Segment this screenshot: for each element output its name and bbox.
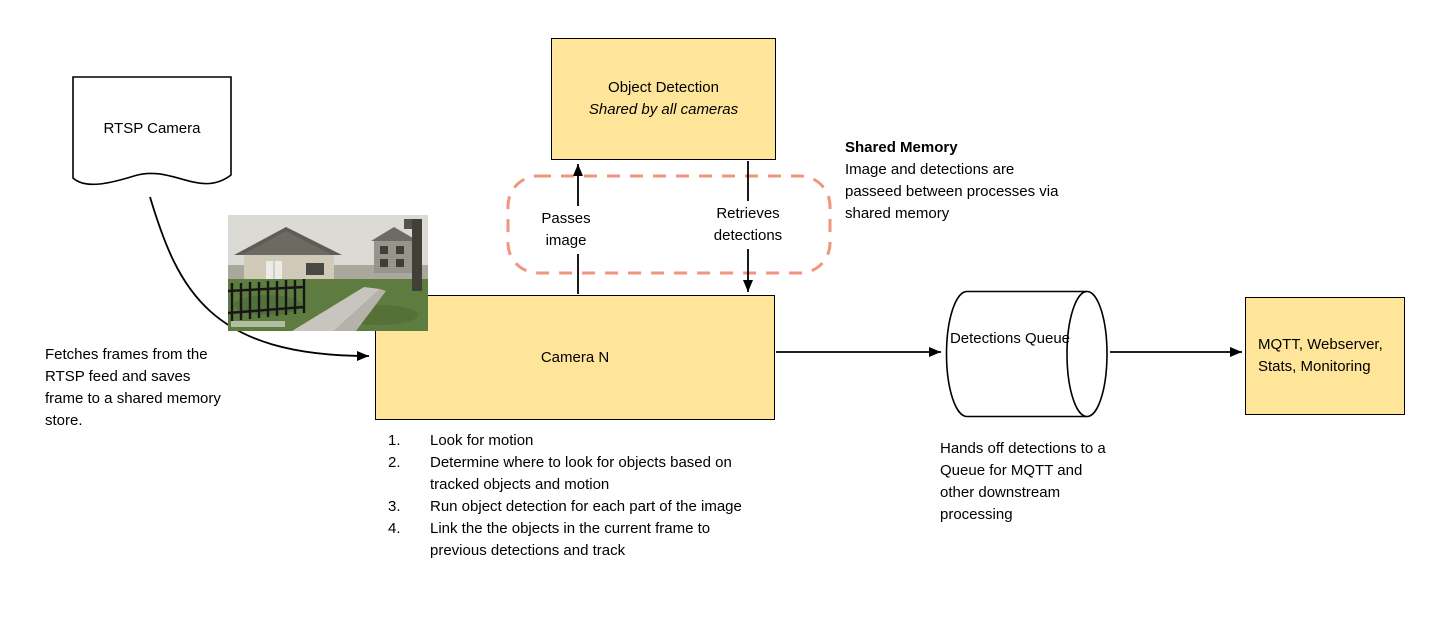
- camera-snapshot-image: [227, 215, 428, 331]
- camera-n-steps: 1. Look for motion 2. Determine where to…: [378, 430, 778, 562]
- passes-image-label: Passes image: [527, 206, 605, 254]
- object-detection-title: Object Detection: [608, 79, 719, 96]
- rtsp-camera-label: RTSP Camera: [103, 120, 201, 137]
- step-number: 3.: [388, 498, 401, 515]
- backyard-photo-illustration: [227, 215, 428, 331]
- step-text: Look for motion: [430, 432, 534, 449]
- step-text: Run object detection for each part of th…: [430, 498, 742, 515]
- shared-memory-note: Shared Memory Image and detections are p…: [845, 137, 1060, 225]
- camera-step: 4. Link the the objects in the current f…: [378, 518, 778, 562]
- camera-n-node: Camera N: [375, 295, 775, 420]
- step-text: Determine where to look for objects base…: [430, 454, 732, 493]
- shared-memory-title: Shared Memory: [845, 139, 958, 156]
- outputs-node: MQTT, Webserver, Stats, Monitoring: [1245, 297, 1405, 415]
- outputs-label: MQTT, Webserver, Stats, Monitoring: [1258, 336, 1383, 375]
- camera-step: 2. Determine where to look for objects b…: [378, 452, 778, 496]
- object-detection-node: Object Detection Shared by all cameras: [551, 38, 776, 160]
- step-number: 1.: [388, 432, 401, 449]
- document-shape: [72, 76, 232, 186]
- queue-note: Hands off detections to a Queue for MQTT…: [940, 440, 1106, 523]
- object-detection-subtitle: Shared by all cameras: [588, 101, 739, 118]
- step-number: 2.: [388, 454, 401, 471]
- fetches-note: Fetches frames from the RTSP feed and sa…: [45, 346, 221, 429]
- queue-cylinder-shape: [945, 290, 1108, 418]
- camera-n-label: Camera N: [540, 348, 610, 366]
- camera-step: 1. Look for motion: [378, 430, 778, 452]
- shared-memory-body: Image and detections are passeed between…: [845, 161, 1059, 222]
- camera-step: 3. Run object detection for each part of…: [378, 496, 778, 518]
- detections-queue-node: Detections Queue: [945, 290, 1109, 418]
- rtsp-camera-node: RTSP Camera: [72, 76, 232, 200]
- detections-queue-label: Detections Queue: [949, 330, 1071, 347]
- step-text: Link the the objects in the current fram…: [430, 520, 711, 559]
- retrieves-detections-label: Retrieves detections: [700, 201, 796, 249]
- step-number: 4.: [388, 520, 401, 537]
